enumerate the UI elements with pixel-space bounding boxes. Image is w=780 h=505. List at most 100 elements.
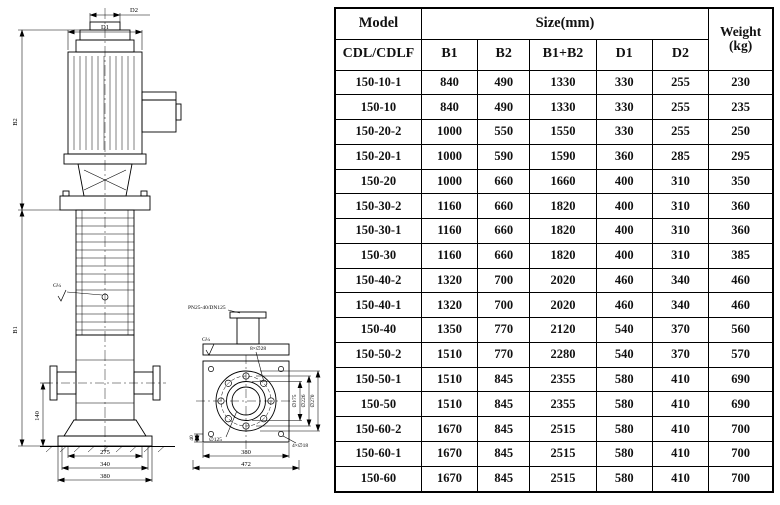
main-dimensions [18, 12, 153, 483]
b1b2-cell: 2515 [529, 465, 597, 493]
b2-cell: 700 [477, 267, 531, 294]
col-header-d2: D2 [651, 38, 710, 71]
weight-header-label: Weight [719, 24, 762, 40]
d1-cell: 330 [595, 94, 653, 121]
model-header: Model [334, 7, 422, 40]
flange-spec-label: PN25-40/DN125 [188, 305, 226, 311]
weight-cell: 235 [708, 94, 774, 121]
b2-cell: 660 [477, 168, 531, 195]
b1-cell: 840 [420, 69, 479, 96]
dim-label-d2: D2 [130, 7, 138, 14]
dim-label-140: 140 [34, 411, 41, 421]
d2-cell: 370 [651, 317, 710, 343]
b2-cell: 590 [477, 143, 531, 170]
b2-cell: 845 [477, 366, 531, 393]
b1b2-cell: 1550 [529, 119, 597, 145]
b1-cell: 1510 [420, 341, 479, 368]
flange-380-label: 380 [241, 449, 251, 456]
b1-cell: 1670 [420, 416, 479, 442]
anchor-holes [208, 366, 284, 437]
d2-cell: 255 [651, 119, 710, 145]
model-cell: 150-60-2 [334, 416, 422, 442]
flange-view [196, 311, 298, 450]
d1-cell: 540 [595, 317, 653, 343]
model-cell: 150-40-1 [334, 292, 422, 319]
pump-dimension-table: Model Size(mm) Weight (kg) CDL/CDLF B1 B… [334, 7, 774, 493]
b2-cell: 490 [477, 94, 531, 121]
d2-cell: 340 [651, 267, 710, 294]
table-row: 150-60-2 1670 845 2515 580 410 700 [334, 416, 774, 442]
surface-finish-symbol-2 [205, 343, 215, 356]
d2-cell: 310 [651, 168, 710, 195]
b2-cell: 660 [477, 242, 531, 269]
b1b2-cell: 2020 [529, 292, 597, 319]
d1-cell: 400 [595, 242, 653, 269]
dia-175-label: ∅175 [291, 394, 298, 407]
dim-472-label: 472 [241, 461, 251, 468]
d1-cell: 580 [595, 391, 653, 418]
weight-cell: 360 [708, 193, 774, 220]
b2-cell: 660 [477, 218, 531, 244]
table-row: 150-40-1 1320 700 2020 460 340 460 [334, 292, 774, 319]
b1-cell: 1000 [420, 168, 479, 195]
b2-cell: 845 [477, 440, 531, 467]
drawing-labels: D2 D1 B2 B1 140 275 340 380 G¼ G¼ PN25-4… [12, 7, 316, 480]
anchor-holes-label: 4×∅18 [292, 442, 308, 449]
table-row: 150-30-1 1160 660 1820 400 310 360 [334, 218, 774, 244]
weight-cell: 700 [708, 465, 774, 493]
b1b2-cell: 2355 [529, 366, 597, 393]
col-header-b2: B2 [477, 38, 531, 71]
b1b2-cell: 1330 [529, 94, 597, 121]
table-row: 150-20 1000 660 1660 400 310 350 [334, 168, 774, 195]
b1b2-cell: 2020 [529, 267, 597, 294]
d2-cell: 410 [651, 416, 710, 442]
col-header-b1: B1 [420, 38, 479, 71]
d1-cell: 400 [595, 193, 653, 220]
model-cell: 150-60-1 [334, 440, 422, 467]
dia-125-label: ∅125 [209, 436, 222, 443]
b2-cell: 490 [477, 69, 531, 96]
weight-cell: 700 [708, 416, 774, 442]
dim-label-b1: B1 [12, 326, 19, 334]
weight-cell: 460 [708, 292, 774, 319]
model-cell: 150-60 [334, 465, 422, 493]
flange-dimensions [192, 309, 321, 471]
weight-header: Weight (kg) [708, 7, 774, 71]
table-header-row-2: CDL/CDLF B1 B2 B1+B2 D1 D2 [334, 38, 773, 71]
b1b2-cell: 1330 [529, 69, 597, 96]
model-cell: 150-10-1 [334, 69, 422, 96]
col-header-b1b2: B1+B2 [529, 38, 597, 71]
b1b2-cell: 2280 [529, 341, 597, 368]
b1b2-cell: 1820 [529, 242, 597, 269]
model-cell: 150-20-2 [334, 119, 422, 145]
dimension-table-pane: Model Size(mm) Weight (kg) CDL/CDLF B1 B… [334, 0, 780, 500]
table-row: 150-50 1510 845 2355 580 410 690 [334, 391, 774, 418]
dim-40-label: 40 [189, 435, 195, 441]
table-row: 150-30 1160 660 1820 400 310 385 [334, 242, 774, 269]
table-row: 150-40 1350 770 2120 540 370 560 [334, 317, 774, 343]
d1-cell: 330 [595, 119, 653, 145]
weight-cell: 230 [708, 69, 774, 96]
d2-cell: 410 [651, 465, 710, 493]
b2-cell: 845 [477, 391, 531, 418]
d2-cell: 255 [651, 69, 710, 96]
table-row: 150-30-2 1160 660 1820 400 310 360 [334, 193, 774, 220]
ground-hatch [45, 446, 165, 453]
b1-cell: 1320 [420, 292, 479, 319]
table-row: 150-50-2 1510 770 2280 540 370 570 [334, 341, 774, 368]
port-spec-label-2: G¼ [202, 337, 210, 343]
b1-cell: 1350 [420, 317, 479, 343]
model-series-header: CDL/CDLF [334, 38, 422, 71]
b2-cell: 700 [477, 292, 531, 319]
dim-label-340: 340 [100, 461, 110, 468]
d1-cell: 580 [595, 465, 653, 493]
weight-cell: 250 [708, 119, 774, 145]
b2-cell: 845 [477, 416, 531, 442]
d1-cell: 460 [595, 267, 653, 294]
pump-outline [40, 8, 182, 453]
weight-cell: 385 [708, 242, 774, 269]
d2-cell: 410 [651, 391, 710, 418]
weight-cell: 295 [708, 143, 774, 170]
b1b2-cell: 1820 [529, 193, 597, 220]
